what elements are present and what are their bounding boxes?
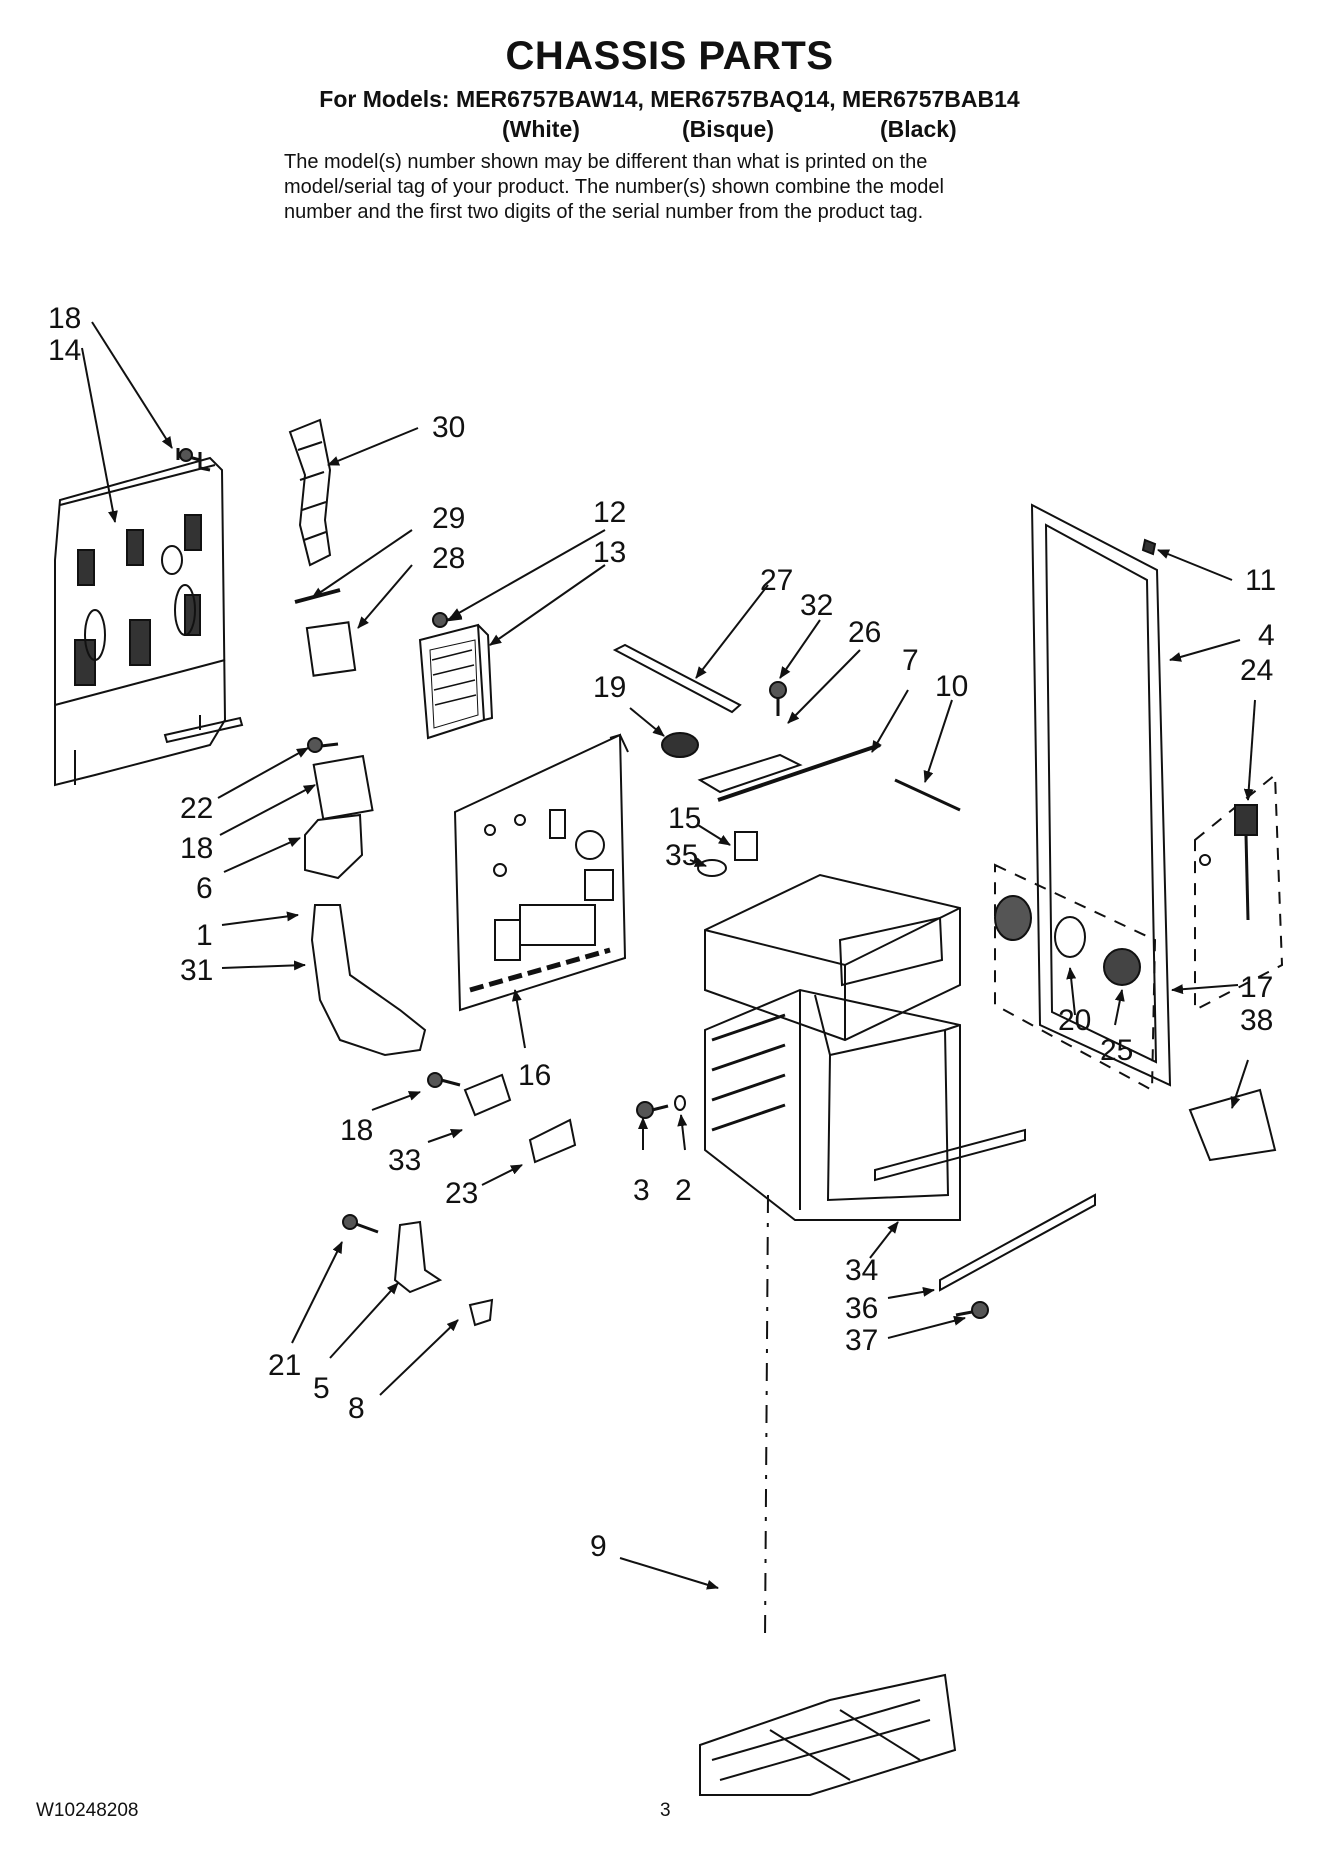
callout-3: 3 (633, 1174, 650, 1207)
color-white: (White) (502, 116, 580, 142)
callout-18c: 18 (340, 1114, 373, 1147)
color-bisque: (Bisque) (682, 116, 774, 142)
callout-15: 15 (668, 802, 701, 835)
callout-30: 30 (432, 411, 465, 444)
harness-part (1194, 772, 1284, 1012)
note-line: model/serial tag of your product. The nu… (284, 176, 944, 198)
callout-6: 6 (196, 872, 213, 905)
callout-23: 23 (445, 1177, 478, 1210)
screw-part (307, 737, 339, 753)
callout-34: 34 (845, 1254, 878, 1287)
callout-27: 27 (760, 564, 793, 597)
callout-19: 19 (593, 671, 626, 704)
bracket-part (528, 1118, 577, 1164)
trim-strip-part (874, 1128, 1026, 1182)
callout-24: 24 (1240, 654, 1273, 687)
leveling-leg-part (468, 1298, 494, 1327)
vent-bracket-part (418, 623, 494, 740)
callout-28: 28 (432, 542, 465, 575)
vent-gasket-part (312, 754, 374, 821)
callout-16: 16 (518, 1059, 551, 1092)
screw-part (432, 612, 463, 628)
screw-part (176, 448, 211, 472)
centerline (764, 1194, 769, 1641)
callout-8: 8 (348, 1392, 365, 1425)
vent-tube-part (310, 904, 427, 1057)
page-number: 3 (660, 1800, 671, 1821)
plug-part (697, 859, 727, 877)
model-note: The model(s) number shown may be differe… (284, 150, 1084, 225)
callout-18: 18 (48, 302, 81, 335)
oven-cavity-part (704, 873, 961, 1221)
callout-10: 10 (935, 670, 968, 703)
bracket-38-part (1188, 1088, 1277, 1162)
door-frame-part (1030, 503, 1172, 1087)
document-number: W10248208 (36, 1800, 139, 1821)
callout-31: 31 (180, 954, 213, 987)
callout-20: 20 (1058, 1004, 1091, 1037)
callout-32: 32 (800, 589, 833, 622)
color-black: (Black) (880, 116, 957, 142)
callout-22: 22 (180, 792, 213, 825)
callout-25: 25 (1100, 1034, 1133, 1067)
callout-38: 38 (1240, 1004, 1273, 1037)
bottom-pan-part (699, 1673, 957, 1796)
bracket-part (463, 1073, 512, 1117)
callout-2: 2 (675, 1174, 692, 1207)
trim-strip-part (939, 1193, 1096, 1292)
thermostat-part (661, 732, 699, 758)
note-line: The model(s) number shown may be differe… (284, 151, 928, 173)
rail-part (612, 643, 742, 714)
small-gasket-part (305, 621, 357, 677)
callout-37: 37 (845, 1324, 878, 1357)
leader-lines (81, 321, 1256, 1590)
block-part (734, 831, 758, 861)
callout-21: 21 (268, 1349, 301, 1382)
light-assembly-part (994, 863, 1157, 1092)
screw-part (955, 1301, 989, 1319)
gasket-strip-part (294, 588, 341, 604)
callout-36: 36 (845, 1292, 878, 1325)
element-rod-part (717, 743, 881, 802)
callout-26: 26 (848, 616, 881, 649)
washer-part (674, 1095, 686, 1111)
callout-1: 1 (196, 919, 213, 952)
callout-7: 7 (902, 644, 919, 677)
callout-11: 11 (1245, 564, 1276, 597)
callout-18b: 18 (180, 832, 213, 865)
callout-4: 4 (1258, 619, 1275, 652)
vent-box-part (304, 813, 364, 880)
callout-35: 35 (665, 839, 698, 872)
model-list: For Models: MER6757BAW14, MER6757BAQ14, … (319, 86, 1020, 112)
vent-duct-part (288, 418, 332, 567)
callout-5: 5 (313, 1372, 330, 1405)
screw-part (342, 1214, 379, 1234)
screw-part (636, 1101, 669, 1119)
callout-9: 9 (590, 1530, 607, 1563)
callout-13: 13 (593, 536, 626, 569)
note-line: number and the first two digits of the s… (284, 201, 924, 223)
callout-17: 17 (1240, 971, 1273, 1004)
callout-labels: 18 14 30 29 28 12 13 27 32 26 7 10 11 4 … (48, 302, 1276, 1563)
side-panel-part (453, 733, 629, 1012)
rear-panel-part (54, 456, 227, 787)
callout-12: 12 (593, 496, 626, 529)
screw-part (427, 1072, 461, 1088)
vent-trim-part (163, 716, 244, 744)
screw-part (769, 681, 787, 716)
page-title: CHASSIS PARTS (505, 34, 834, 78)
callout-29: 29 (432, 502, 465, 535)
sensor-part (894, 778, 961, 812)
anti-tip-bracket-part (393, 1220, 443, 1294)
element-bracket-part (697, 753, 803, 794)
clip-part (1141, 538, 1157, 556)
callout-33: 33 (388, 1144, 421, 1177)
callout-14: 14 (48, 334, 81, 367)
